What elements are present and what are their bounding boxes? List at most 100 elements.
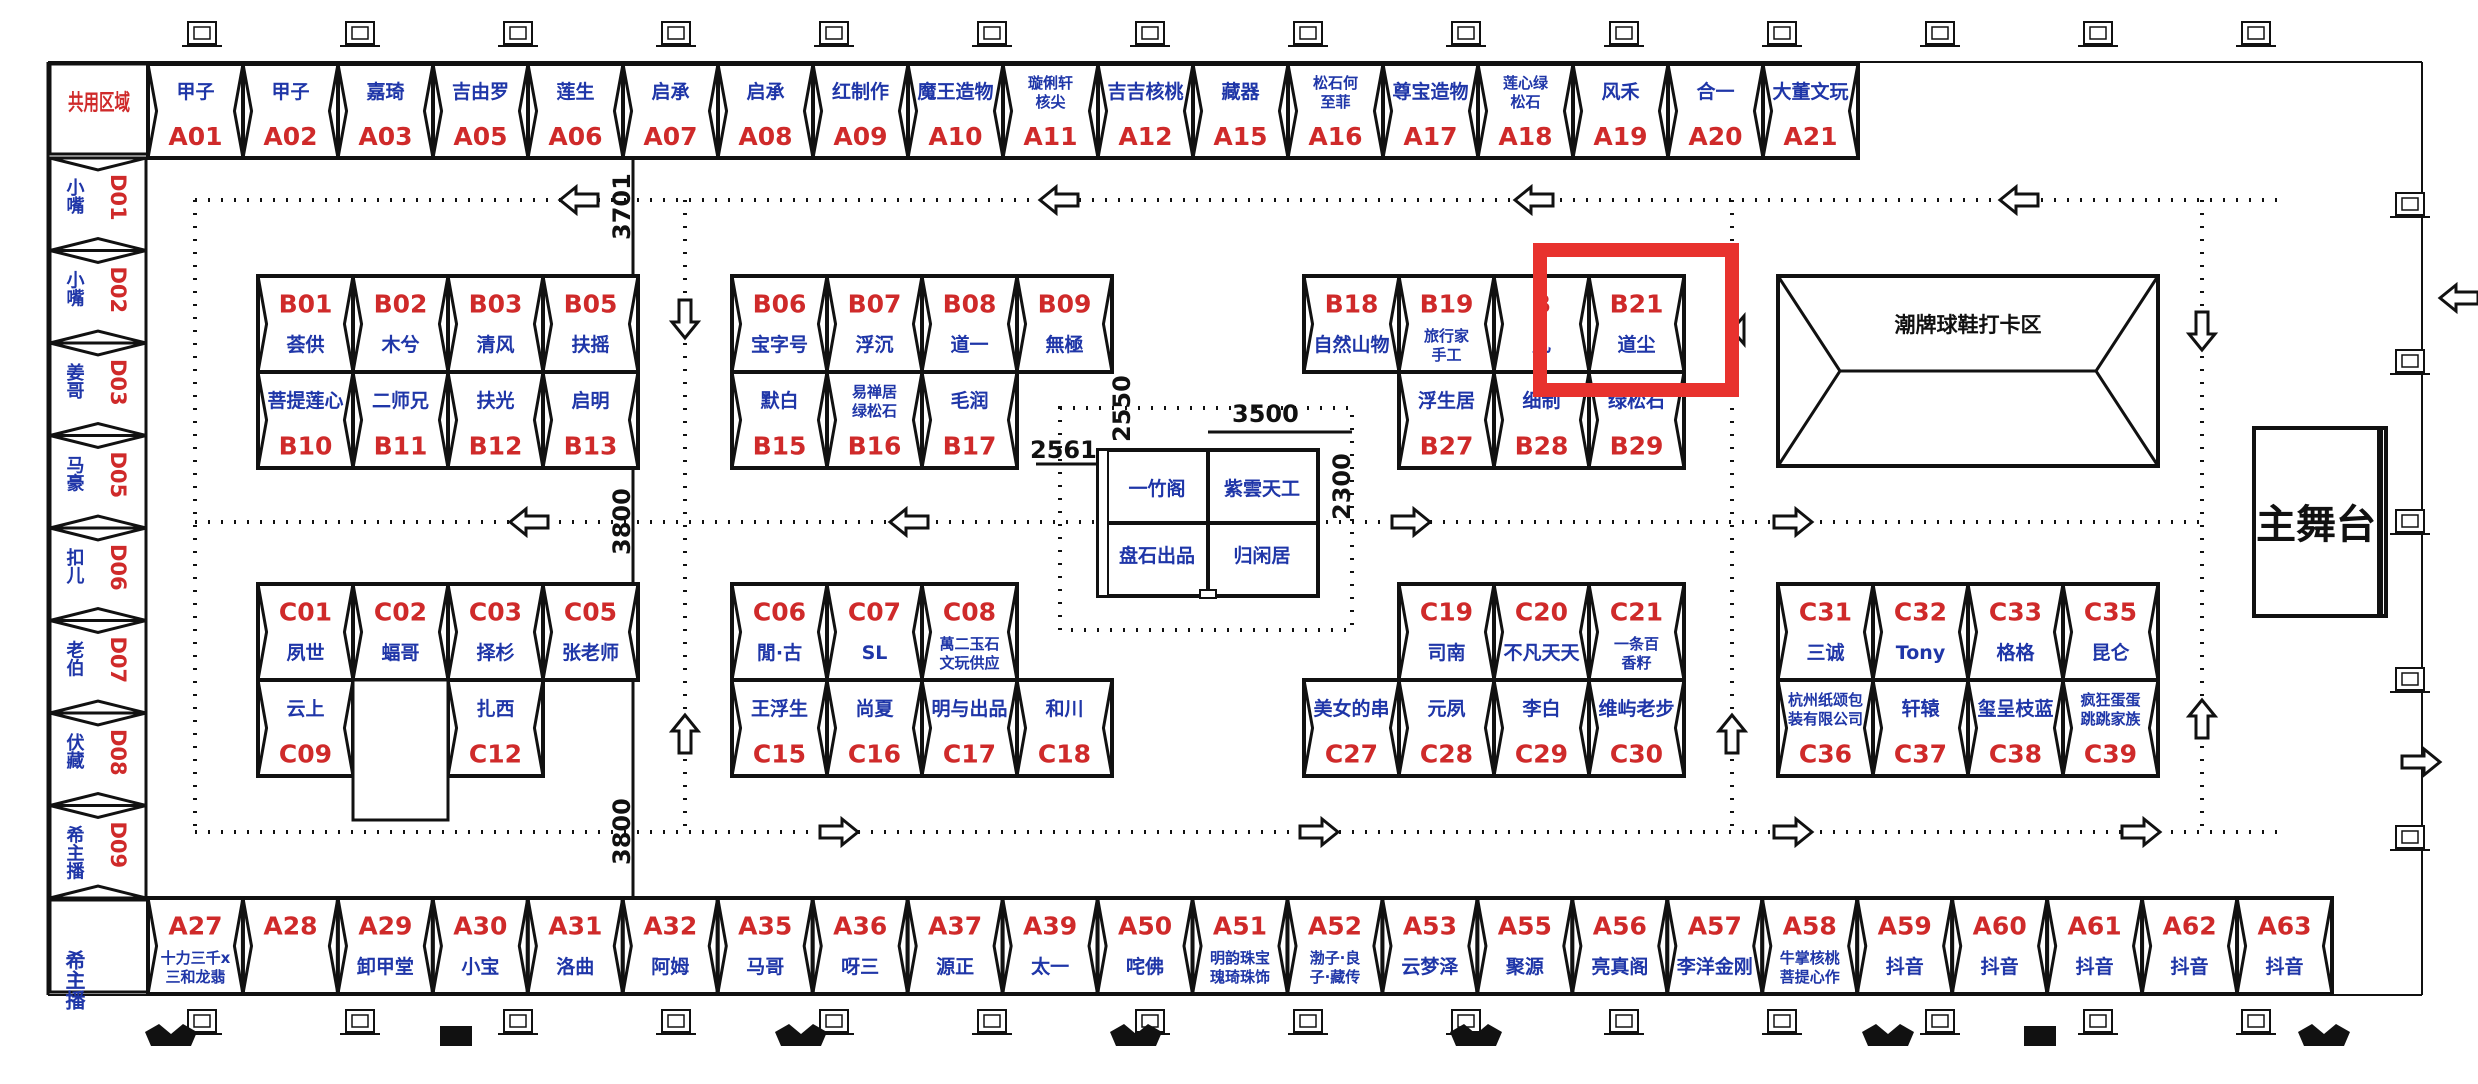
booth-name: 松石 bbox=[1510, 93, 1540, 111]
booth-block: B01荟供B02木兮B03清风B05扶摇菩提莲心B10二师兄B11扶光B12启明… bbox=[256, 274, 640, 470]
booth-A28[interactable]: A28 bbox=[240, 896, 340, 996]
booth-name: 杭州纸颂包 bbox=[1788, 691, 1863, 709]
empty-space bbox=[351, 678, 450, 822]
